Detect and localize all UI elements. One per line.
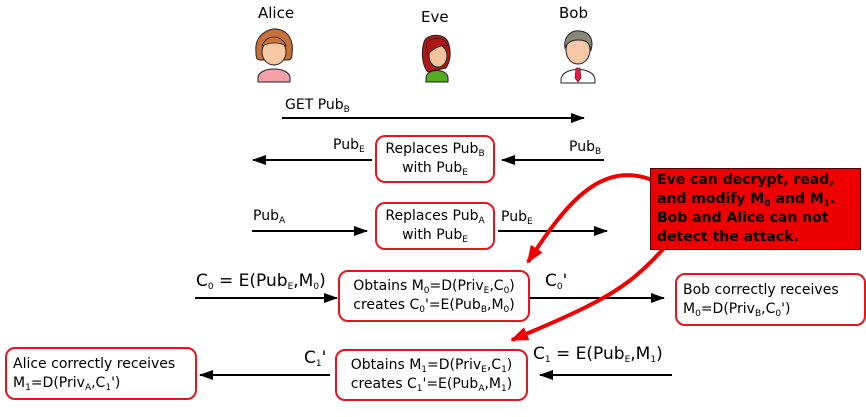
box-bob-receives-line1: Bob correctly receives [683,281,839,298]
callout-line4: detect the attack. [657,229,799,245]
callout-line2-sub1: 1 [823,199,831,209]
alice-avatar-icon [255,28,293,83]
box-decrypt-m0: Obtains M0=D(PrivE,C0) creates C0'=E(Pub… [338,270,530,322]
actor-label-bob: Bob [559,4,588,22]
callout-line2-part-b: and M [770,191,824,207]
label-puba-row3: PubA [253,208,286,226]
box-bob-receives: Bob correctly receives M0=D(PrivB,C0') [675,273,866,326]
label-pube-row2: PubE [333,137,365,155]
attack-callout: Eve can decrypt, read, and modify M0 and… [650,168,861,250]
eve-avatar-icon [421,34,451,83]
box-replace-pubb-line1: Replaces PubB [385,141,485,159]
callout-line2-part-a: and modify M [657,191,765,207]
callout-arrow-to-box-m0 [526,173,653,264]
box-decrypt-m0-line2: creates C0'=E(PubB,M0) [353,297,515,315]
label-get-pubb: GET PubB [285,97,350,115]
callout-line3: Bob and Alice can not [657,210,829,226]
box-decrypt-m1-line2: creates C1'=E(PubA,M1) [350,376,513,394]
actor-label-alice: Alice [258,4,295,22]
callout-arrow-to-box-m1 [510,246,666,342]
box-alice-receives-line2: M1=D(PrivA,C1') [13,374,121,393]
box-replace-puba-line2: with PubE [402,227,468,245]
callout-line2: and modify M0 and M1. [657,190,860,209]
box-alice-receives: Alice correctly receives M1=D(PrivA,C1') [5,347,197,400]
box-decrypt-m1-line1: Obtains M1=D(PrivE,C1) [350,357,513,375]
box-alice-receives-line1: Alice correctly receives [13,355,176,372]
label-pube-row3: PubE [501,209,533,227]
box-decrypt-m1: Obtains M1=D(PrivE,C1) creates C1'=E(Pub… [335,349,528,401]
bob-avatar-icon [560,30,596,84]
callout-line1: Eve can decrypt, read, [657,172,835,188]
box-bob-receives-line2: M0=D(PrivB,C0') [683,300,791,319]
box-replace-pubb: Replaces PubB with PubE [375,135,495,183]
box-decrypt-m0-line1: Obtains M0=D(PrivE,C0) [353,278,515,296]
label-c0-encrypt: C0 = E(PubE,M0) [196,271,326,292]
callout-line2-part-c: . [830,191,836,207]
actor-label-eve: Eve [421,8,449,26]
box-replace-pubb-line2: with PubE [402,160,468,178]
label-c1prime: C1' [304,348,327,369]
box-replace-puba: Replaces PubA with PubE [375,202,495,250]
label-c0prime: C0' [545,271,568,292]
label-c1-encrypt: C1 = E(PubE,M1) [533,344,663,365]
box-replace-puba-line1: Replaces PubA [385,208,485,226]
label-pubb-row2: PubB [569,139,602,157]
callout-line2-sub0: 0 [764,199,771,209]
